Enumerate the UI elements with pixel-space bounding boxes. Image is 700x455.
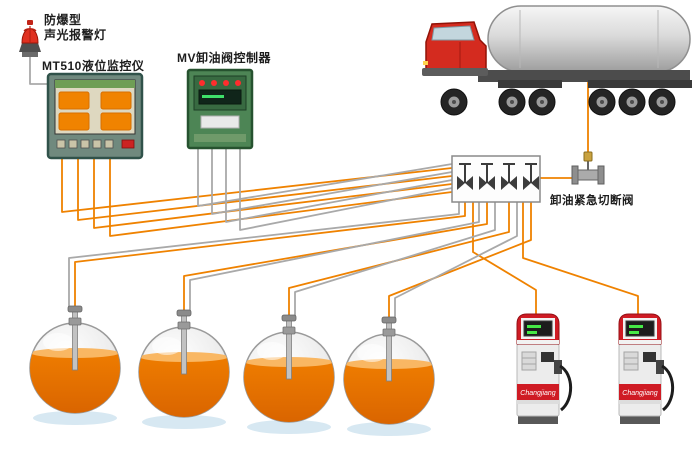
dispenser-1-brand: Changjiang xyxy=(520,390,556,397)
alarm-beacon-icon xyxy=(19,20,41,57)
pipe-tank-1 xyxy=(74,202,466,308)
truck-chassis xyxy=(478,70,690,82)
cable-tank-2 xyxy=(189,202,480,312)
cable-tank-4 xyxy=(394,202,518,319)
cable-controller-4 xyxy=(239,148,453,231)
cable-controller-2 xyxy=(211,148,453,215)
cable-monitor-1 xyxy=(61,158,453,213)
gray-wires-group xyxy=(29,56,518,319)
truck-headlight xyxy=(423,61,428,65)
alarm-label-line2: 声光报警灯 xyxy=(44,28,107,42)
alarm-label: 防爆型 声光报警灯 xyxy=(44,13,107,43)
alarm-label-line1: 防爆型 xyxy=(44,13,82,27)
cable-alarm xyxy=(29,56,48,85)
monitor-buttons xyxy=(56,139,135,149)
pipe-dispenser-2 xyxy=(522,202,639,316)
tanker-truck xyxy=(422,5,692,116)
valve-controller-label: MV卸油阀控制器 xyxy=(177,51,272,65)
truck-tank xyxy=(487,5,691,73)
cable-monitor-4 xyxy=(109,158,453,237)
emergency-valve-icon xyxy=(571,151,605,185)
valve-controller-device xyxy=(186,68,254,150)
cable-monitor-3 xyxy=(93,158,453,229)
pipe-dispenser-1 xyxy=(472,202,537,316)
storage-tank-4 xyxy=(343,317,435,436)
fuel-dispenser-1 xyxy=(515,312,573,426)
valve-manifold xyxy=(451,155,541,203)
fuel-dispenser-2 xyxy=(617,312,675,426)
dispenser-2-brand: Changjiang xyxy=(622,390,658,397)
cable-tank-3 xyxy=(294,202,496,317)
monitor-power-button xyxy=(121,139,135,149)
controller-nameplate xyxy=(200,115,240,129)
pipe-tank-4 xyxy=(388,202,532,319)
controller-leds xyxy=(199,80,241,86)
emergency-valve-label: 卸油紧急切断阀 xyxy=(550,195,634,207)
truck-bumper xyxy=(422,68,488,76)
truck-windshield xyxy=(431,25,475,41)
storage-tank-2 xyxy=(138,310,230,429)
level-monitor-device xyxy=(46,72,144,160)
cable-controller-1 xyxy=(197,148,453,207)
cable-tank-1 xyxy=(68,202,460,308)
truck-wheels xyxy=(440,88,676,116)
storage-tank-1 xyxy=(29,306,121,425)
cable-controller-3 xyxy=(225,148,453,223)
storage-tank-3 xyxy=(243,315,335,434)
cable-monitor-2 xyxy=(77,158,453,221)
level-monitor-label: MT510液位监控仪 xyxy=(42,59,145,73)
